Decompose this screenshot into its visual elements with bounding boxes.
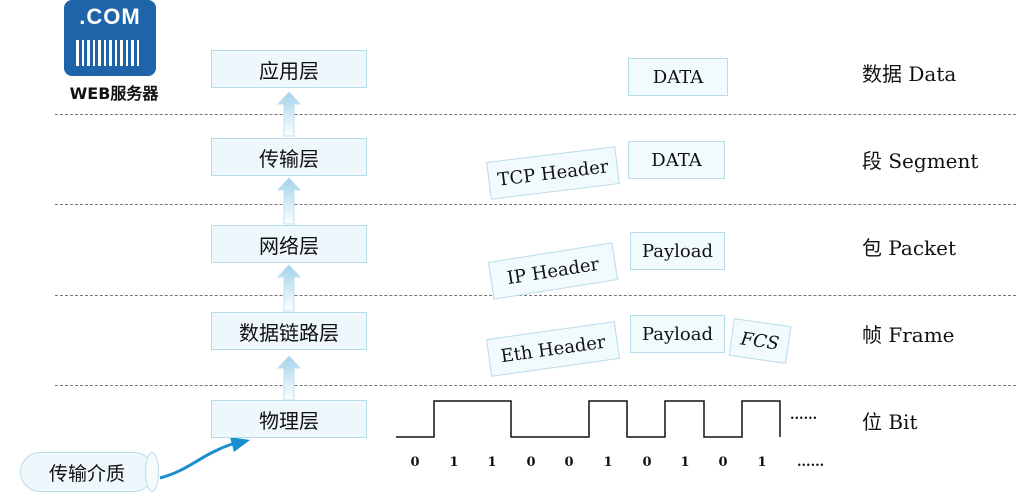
layer-divider xyxy=(55,114,1016,115)
medium-label: 传输介质 xyxy=(48,462,125,485)
bit-value: 0 xyxy=(410,455,420,470)
bit-value: 0 xyxy=(642,455,652,470)
web-server-logo: .COM xyxy=(64,0,156,76)
unit-frame: 帧 Frame xyxy=(862,323,955,347)
logo-caption: WEB服务器 xyxy=(69,84,159,103)
layer-datalink: 数据链路层 xyxy=(211,312,367,350)
bit-signal-wave xyxy=(396,400,781,438)
app-data-box: DATA xyxy=(628,58,728,96)
layer-physical: 物理层 xyxy=(211,400,367,438)
up-arrow-icon xyxy=(276,264,302,312)
frame-payload-box: Payload xyxy=(630,315,725,353)
unit-segment: 段 Segment xyxy=(862,149,979,173)
medium-curve-arrow xyxy=(159,442,233,480)
up-arrow-icon xyxy=(276,177,302,225)
barcode-icon xyxy=(76,40,139,66)
signal-ellipsis: ...... xyxy=(790,408,818,423)
curve-arrowhead-icon xyxy=(230,437,250,452)
unit-bit: 位 Bit xyxy=(862,410,918,434)
up-arrow-icon xyxy=(276,91,302,137)
ip-payload-box: Payload xyxy=(630,232,725,270)
layer-application: 应用层 xyxy=(211,50,367,88)
up-arrow-icon xyxy=(276,355,302,401)
segment-data-box: DATA xyxy=(628,141,725,179)
bit-value: 0 xyxy=(526,455,536,470)
bit-value: 1 xyxy=(487,455,497,470)
bit-value: 1 xyxy=(680,455,690,470)
logo-text: .COM xyxy=(79,4,141,29)
bit-value: 1 xyxy=(757,455,767,470)
layer-network: 网络层 xyxy=(211,225,367,263)
cylinder-end-icon xyxy=(145,452,159,492)
layer-divider xyxy=(55,385,1016,386)
unit-data: 数据 Data xyxy=(862,62,957,86)
bits-ellipsis: ...... xyxy=(797,455,825,470)
layer-transport: 传输层 xyxy=(211,138,367,176)
bit-value: 1 xyxy=(603,455,613,470)
fcs-box: FCS xyxy=(728,318,792,364)
bit-value: 0 xyxy=(718,455,728,470)
transmission-medium: 传输介质 xyxy=(20,452,159,492)
bit-value: 1 xyxy=(449,455,459,470)
bit-value: 0 xyxy=(564,455,574,470)
layer-divider xyxy=(55,295,1016,296)
unit-packet: 包 Packet xyxy=(862,236,957,260)
layer-divider xyxy=(55,204,1016,205)
